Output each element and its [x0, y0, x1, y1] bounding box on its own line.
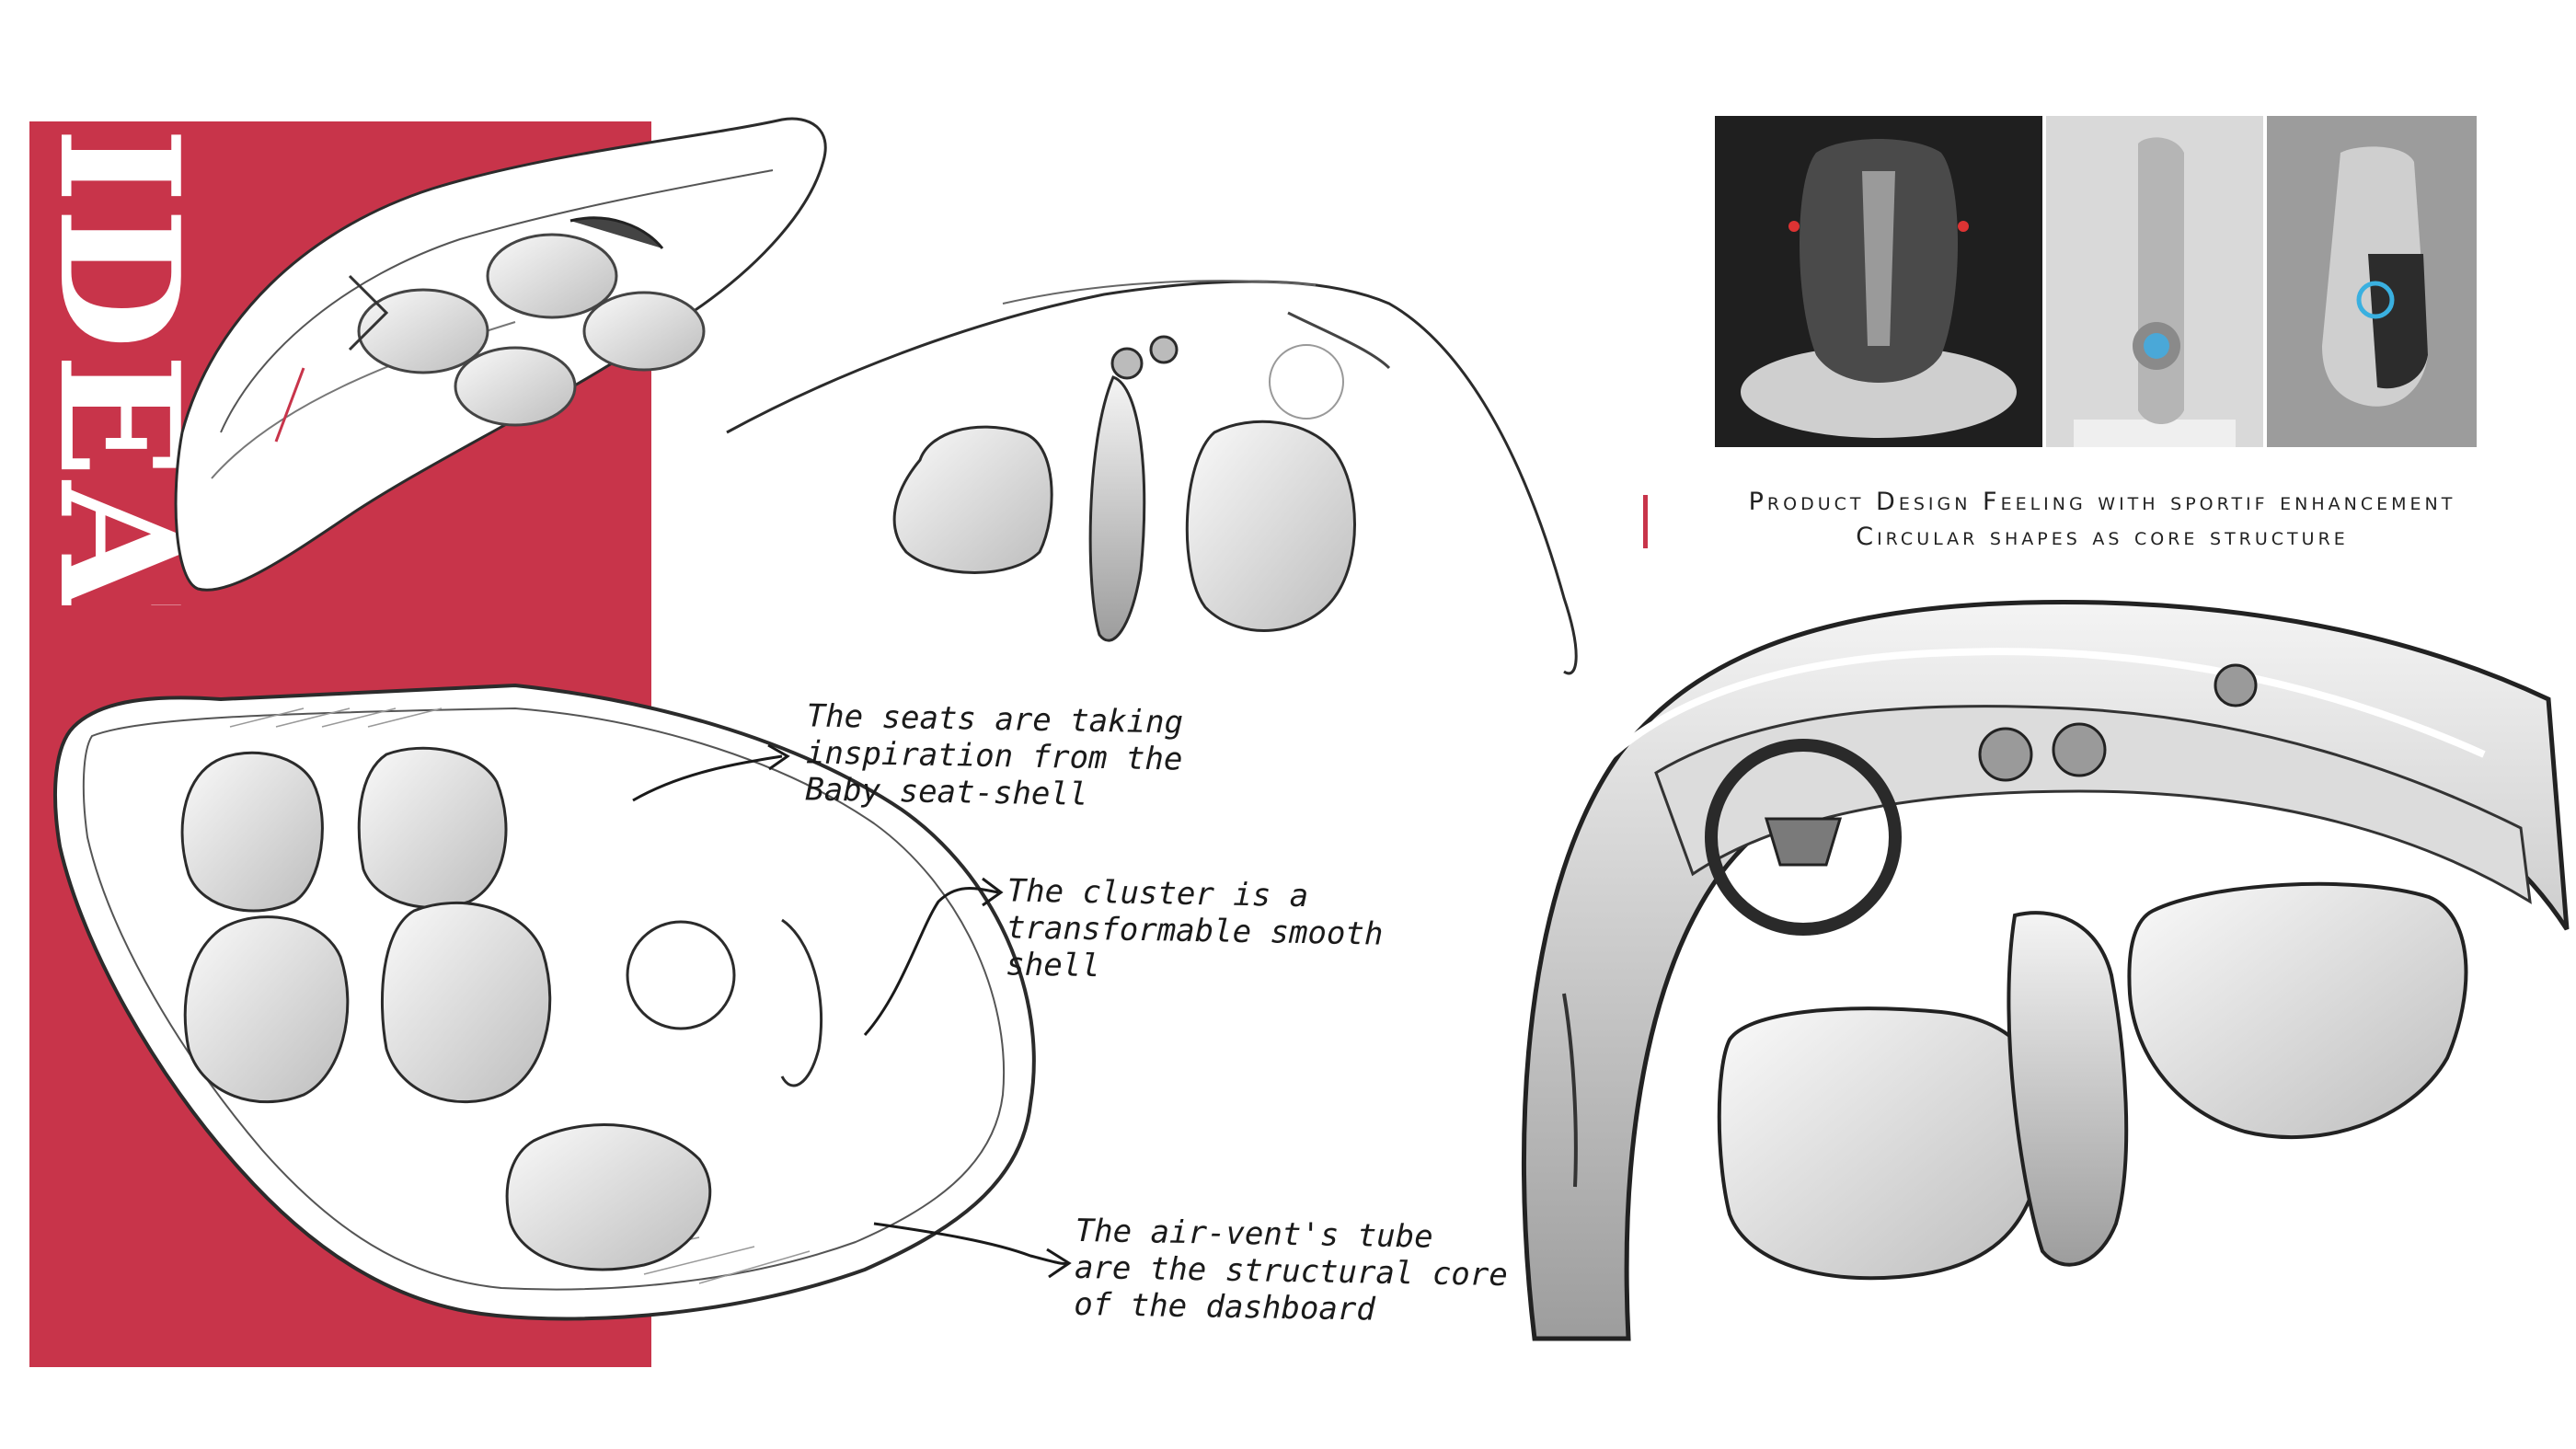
top-cockpit-sketch: [726, 280, 1578, 675]
annotation-airvent-line-3: of the dashboard: [1073, 1285, 1376, 1328]
reference-photo-speaker: [1715, 116, 2042, 447]
annotation-seats-line-1: The seats are taking: [806, 697, 1184, 742]
reference-photo-charger: [2267, 116, 2477, 447]
annotation-airvent: The air-vent's tube are the structural c…: [1074, 1213, 1509, 1330]
annotation-seats-line-2: inspiration from the: [805, 734, 1183, 778]
rendered-interior: [1521, 599, 2570, 1341]
annotation-seats: The seats are taking inspiration from th…: [805, 697, 1183, 814]
annotation-cluster-line-2: transformable smooth: [1006, 909, 1384, 953]
plan-cabin-sketch: [53, 683, 1036, 1321]
annotation-cluster-line-1: The cluster is a: [1006, 872, 1309, 915]
annotation-cluster-line-3: shell: [1005, 946, 1101, 985]
annotation-seats-line-3: Baby seat-shell: [804, 771, 1088, 813]
reference-photo-tower: [2046, 116, 2263, 447]
caption-accent-bar: [1643, 495, 1648, 548]
annotation-cluster: The cluster is a transformable smooth sh…: [1006, 872, 1384, 989]
caption-line-2: Circular shapes as core structure: [1856, 523, 2349, 551]
top-cabin-sketch: [174, 117, 827, 592]
caption-line-1: Product Design Feeling with sportif enha…: [1748, 488, 2456, 516]
annotation-arrows: [632, 743, 1072, 1279]
